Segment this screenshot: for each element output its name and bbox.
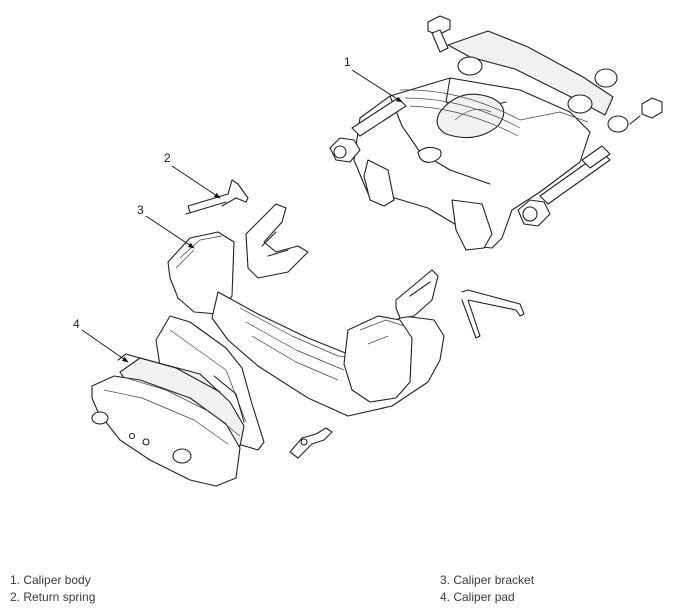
caliper-pad-illustration [91, 315, 265, 487]
anti-rattle-spring-illustration [461, 289, 525, 339]
legend-left: 1. Caliper body 2. Return spring [10, 572, 95, 606]
legend-right: 3. Caliper bracket 4. Caliper pad [440, 572, 534, 606]
caliper-body-illustration [329, 15, 663, 251]
legend-item-return-spring: 2. Return spring [10, 590, 96, 604]
return-spring-illustration [185, 179, 249, 215]
callout-1: 1 [344, 55, 351, 69]
callout-2: 2 [164, 151, 171, 165]
legend-item-caliper-bracket: 3. Caliper bracket [440, 573, 535, 587]
callout-leaders [81, 69, 403, 363]
callout-4: 4 [73, 317, 80, 331]
caliper-bracket-illustration [167, 203, 445, 459]
legend-item-caliper-pad: 4. Caliper pad [440, 590, 515, 604]
exploded-brake-caliper-diagram: 1 2 3 4 [73, 15, 663, 487]
callout-3: 3 [137, 203, 144, 217]
legend-item-caliper-body: 1. Caliper body [10, 573, 91, 587]
